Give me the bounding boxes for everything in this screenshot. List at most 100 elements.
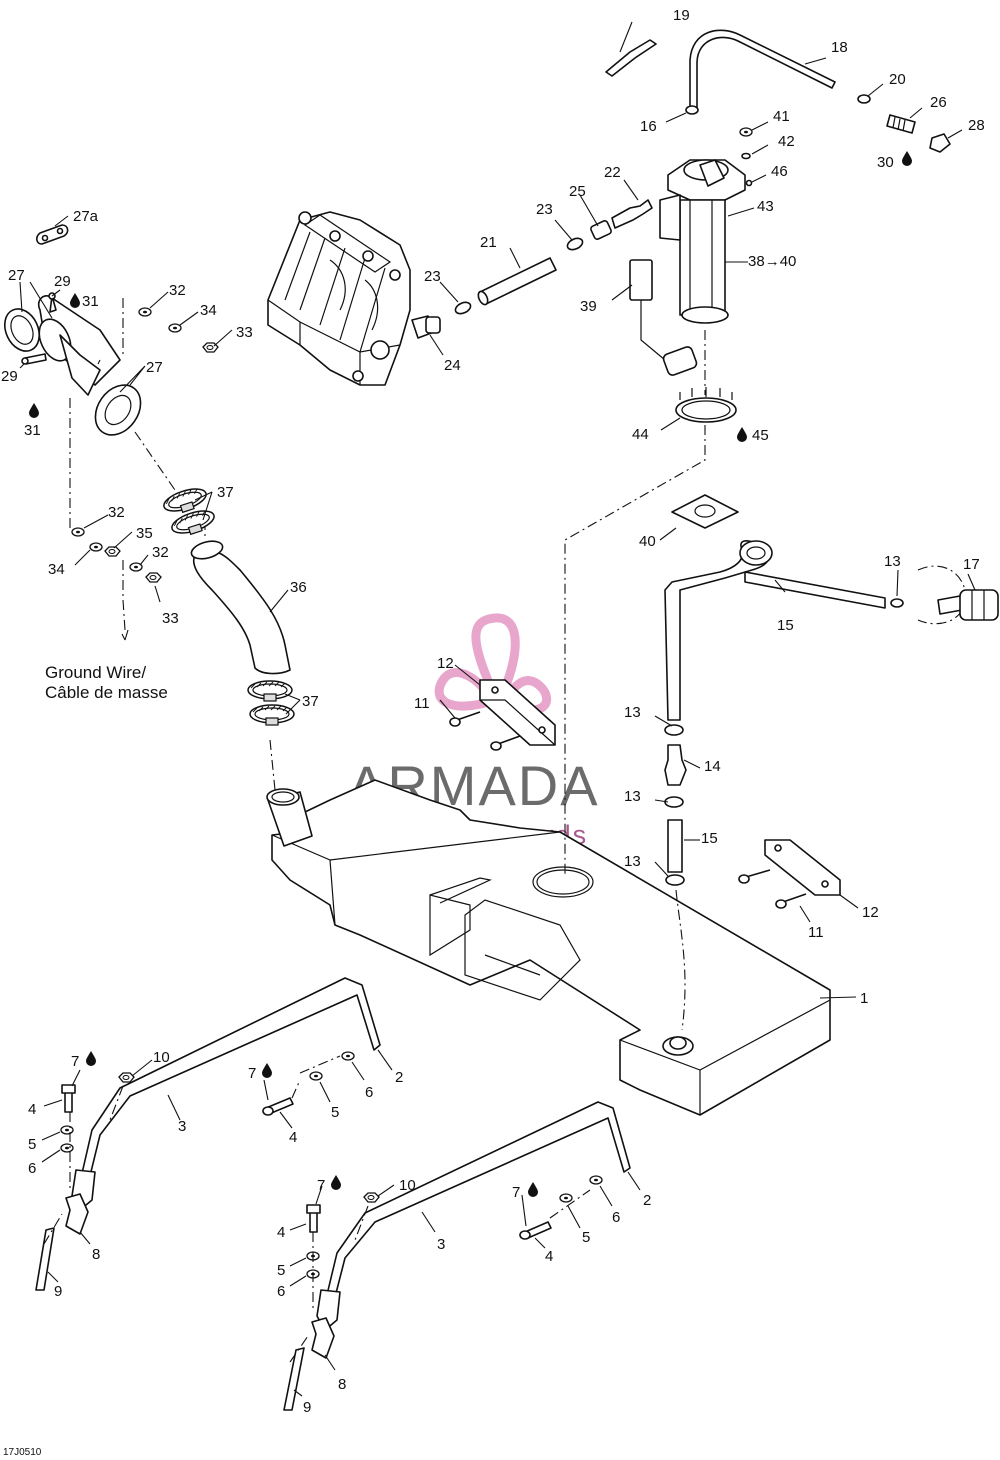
filler-neck-assembly — [3, 224, 276, 791]
callout-13: 13 — [624, 788, 641, 805]
drop-icon — [737, 427, 747, 442]
callout-26: 26 — [930, 94, 947, 111]
drop-icon — [331, 1175, 341, 1190]
callout-27: 27 — [8, 267, 25, 284]
drop-icon — [528, 1182, 538, 1197]
callout-30: 30 — [877, 154, 894, 171]
ground-wire-label-fr: Câble de masse — [45, 683, 168, 702]
callout-7: 7 — [512, 1184, 520, 1201]
callout-labels: 1 2 2 3 3 4 4 4 4 5 5 5 5 6 6 6 6 7 7 7 … — [1, 7, 985, 1416]
callout-4: 4 — [277, 1224, 285, 1241]
callout-33: 33 — [236, 324, 253, 341]
callout-37: 37 — [302, 693, 319, 710]
callout-3: 3 — [437, 1236, 445, 1253]
callout-13: 13 — [884, 553, 901, 570]
drop-icon — [29, 403, 39, 418]
callout-20: 20 — [889, 71, 906, 88]
callout-2: 2 — [643, 1192, 651, 1209]
callout-13: 13 — [624, 853, 641, 870]
callout-18: 18 — [831, 39, 848, 56]
callout-34: 34 — [200, 302, 217, 319]
callout-33: 33 — [162, 610, 179, 627]
callout-7: 7 — [317, 1177, 325, 1194]
callout-11: 11 — [808, 924, 824, 941]
callout-7: 7 — [248, 1065, 256, 1082]
callout-34: 34 — [48, 561, 65, 578]
callout-23: 23 — [536, 201, 553, 218]
callout-5: 5 — [28, 1136, 36, 1153]
callout-36: 36 — [290, 579, 307, 596]
callout-45: 45 — [752, 427, 769, 444]
callout-25: 25 — [569, 183, 586, 200]
callout-19: 19 — [673, 7, 690, 24]
callout-24: 24 — [444, 357, 461, 374]
callout-43: 43 — [757, 198, 774, 215]
vent-hose-right — [664, 540, 999, 1031]
callout-7: 7 — [71, 1053, 79, 1070]
callout-11: 11 — [414, 695, 430, 712]
tank-pads — [449, 679, 841, 909]
range-arrow-icon: → — [765, 253, 780, 270]
callout-27: 27 — [146, 359, 163, 376]
callout-8: 8 — [92, 1246, 100, 1263]
callout-39: 39 — [580, 298, 597, 315]
callout-32: 32 — [108, 504, 125, 521]
callout-14: 14 — [704, 758, 721, 775]
vent-line — [605, 29, 951, 153]
filler-hose — [160, 483, 295, 726]
callout-15: 15 — [701, 830, 718, 847]
callout-31: 31 — [82, 293, 99, 310]
engine-intake-manifold — [267, 211, 441, 386]
diagram-code: 17J0510 — [3, 1447, 42, 1458]
callout-32: 32 — [152, 544, 169, 561]
callout-13: 13 — [624, 704, 641, 721]
callout-38-end: 40 — [780, 253, 797, 270]
callout-5: 5 — [582, 1229, 590, 1246]
fuel-tank — [266, 779, 831, 1116]
callout-16: 16 — [640, 118, 657, 135]
fuel-pump-module — [564, 127, 753, 875]
callout-12: 12 — [862, 904, 879, 921]
callout-9: 9 — [54, 1283, 62, 1300]
callout-12: 12 — [437, 655, 454, 672]
callout-27a: 27a — [73, 208, 99, 225]
callout-4: 4 — [289, 1129, 297, 1146]
callout-15: 15 — [777, 617, 794, 634]
callout-29: 29 — [1, 368, 18, 385]
callout-38-start: 38 — [748, 253, 765, 270]
callout-35: 35 — [136, 525, 153, 542]
callout-6: 6 — [365, 1084, 373, 1101]
callout-29: 29 — [54, 273, 71, 290]
callout-44: 44 — [632, 426, 649, 443]
callout-28: 28 — [968, 117, 985, 134]
fuel-line-outlet — [454, 199, 653, 315]
callout-46: 46 — [771, 163, 788, 180]
drop-icon — [262, 1063, 272, 1078]
callout-22: 22 — [604, 164, 621, 181]
drop-icon — [70, 293, 80, 308]
callout-9: 9 — [303, 1399, 311, 1416]
drop-icon — [86, 1051, 96, 1066]
callout-32: 32 — [169, 282, 186, 299]
callout-10: 10 — [153, 1049, 170, 1066]
callout-41: 41 — [773, 108, 790, 125]
callout-3: 3 — [178, 1118, 186, 1135]
ground-wire-label-en: Ground Wire/ — [45, 663, 146, 682]
callout-5: 5 — [331, 1104, 339, 1121]
callout-42: 42 — [778, 133, 795, 150]
leader-lines — [19, 21, 976, 1397]
callout-1: 1 — [860, 990, 868, 1007]
tank-straps — [35, 977, 631, 1411]
callout-21: 21 — [480, 234, 497, 251]
callout-5: 5 — [277, 1262, 285, 1279]
callout-31: 31 — [24, 422, 41, 439]
callout-17: 17 — [963, 556, 980, 573]
callout-23: 23 — [424, 268, 441, 285]
callout-6: 6 — [612, 1209, 620, 1226]
callout-40: 40 — [639, 533, 656, 550]
callout-10: 10 — [399, 1177, 416, 1194]
callout-6: 6 — [277, 1283, 285, 1300]
callout-4: 4 — [545, 1248, 553, 1265]
callout-2: 2 — [395, 1069, 403, 1086]
